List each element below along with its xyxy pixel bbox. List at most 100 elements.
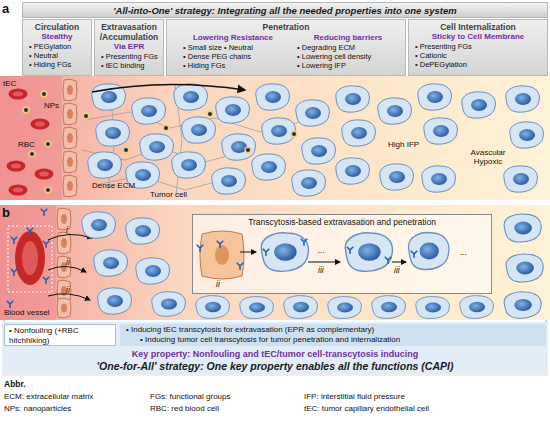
- tumor-cell: [256, 84, 290, 110]
- tumor-cell: [510, 122, 544, 148]
- nanoparticle: [44, 186, 51, 193]
- nanoparticle: [22, 106, 29, 113]
- part-label: Avascular Hypoxic: [468, 148, 508, 166]
- ellipsis-mark: ...: [460, 248, 467, 257]
- nanoparticle: [347, 247, 353, 253]
- tumor-cell: [284, 296, 318, 319]
- tumor-cell: [96, 120, 130, 146]
- nanoparticle: [27, 228, 33, 234]
- node-text: 'One-for-All' strategy: One key property…: [2, 360, 548, 373]
- tumor-cell: [409, 233, 449, 270]
- tumor-cell: [152, 292, 186, 317]
- column-heading: Circulation: [23, 22, 91, 32]
- transcytosis-arrow: [308, 262, 340, 263]
- tumor-cell: [380, 164, 414, 190]
- red-blood-cell-center: [22, 241, 38, 275]
- property-heading: Reducing barriers: [291, 33, 405, 43]
- route-arrow: [48, 234, 92, 240]
- bullet-item: • DePEGylation: [409, 60, 547, 69]
- tumor-cell: [328, 297, 362, 319]
- nanoparticle: [44, 140, 51, 147]
- bullet-item: • Dense PEG chains: [177, 52, 289, 61]
- tumor-cell: [424, 118, 458, 144]
- transcytosis-arrow: [392, 262, 406, 263]
- tumor-cell: [216, 97, 250, 123]
- nanoparticle: [290, 130, 297, 137]
- endothelial-cell: [200, 231, 244, 279]
- property-column: CirculationStealthy• PEGylation• Neutral…: [22, 19, 92, 76]
- route-number: ii: [66, 258, 70, 267]
- nanoparticle: [217, 241, 223, 247]
- bullet-item: • Presenting FGs: [95, 52, 163, 61]
- bullet-item: • Small size • Neutral: [177, 43, 289, 52]
- tumor-cell: [504, 292, 541, 318]
- tumor-cell: [196, 296, 230, 319]
- part-label: RBC: [18, 140, 35, 149]
- node-text: 'All-into-One' strategy: Integrating all…: [23, 3, 547, 18]
- nanoparticle: [385, 257, 391, 263]
- tumor-cell: [172, 152, 206, 178]
- nanoparticle: [411, 251, 417, 257]
- node-text: Transcytosis-based extravasation and pen…: [193, 215, 491, 228]
- route-arrow: [48, 266, 86, 272]
- nanoparticle: [82, 112, 89, 119]
- tumor-cell: [240, 297, 274, 319]
- bullet-item: • Degrading ECM: [291, 43, 405, 52]
- property-heading: Stealthy: [23, 32, 91, 42]
- tumor-cell: [182, 117, 216, 143]
- tumor-cell: [336, 86, 370, 112]
- endothelial-cell: [63, 127, 77, 149]
- endothelial-cell: [57, 208, 71, 230]
- tumor-cell: [174, 84, 208, 110]
- abbreviation-heading: Abbr.: [4, 379, 26, 389]
- bullet-item: • Hiding FGs: [177, 61, 289, 70]
- tumor-cell: [98, 288, 132, 314]
- part-label: Blood vessel: [4, 308, 49, 317]
- route-number: i: [66, 226, 68, 235]
- endothelial-cell: [63, 103, 77, 125]
- tumor-cell: [126, 218, 160, 244]
- bullet-item: • Lowering cell density: [291, 52, 405, 61]
- bullet-item: • Neutral: [23, 51, 91, 60]
- ellipsis-mark: ...: [318, 246, 325, 255]
- nanoparticle: [43, 241, 49, 247]
- red-blood-cell: [9, 185, 28, 196]
- nanoparticle: [41, 209, 47, 215]
- blood-vessel: [0, 205, 56, 320]
- property-box: • Inducing tEC transcytosis for extravas…: [120, 324, 546, 346]
- zoom-frame: [8, 226, 52, 292]
- strategy-banner: 'All-into-One' strategy: Integrating all…: [22, 2, 548, 18]
- nanoparticle: [162, 124, 169, 131]
- nanoparticle: [122, 146, 129, 153]
- column-heading: Extravasation /Accumulation: [95, 22, 163, 42]
- tumor-cell: [88, 152, 122, 178]
- abbreviation: IFP: interstitial fluid pressure: [304, 392, 405, 402]
- node-text: • Inducing tumor cell transcytosis for t…: [126, 335, 542, 345]
- nanoparticle: [43, 277, 49, 283]
- abbreviation: RBC: red blood cell: [150, 404, 219, 414]
- tumor-cell: [418, 84, 452, 110]
- red-blood-cell: [35, 169, 54, 180]
- transcytosis-arrow: [240, 252, 256, 253]
- nanoparticle: [237, 263, 243, 269]
- node-text: Key property: Nonfouling and tEC/tumor c…: [2, 348, 548, 360]
- endothelial-cell: [63, 175, 77, 197]
- red-blood-cell: [31, 119, 50, 130]
- endothelial-cell: [63, 151, 77, 173]
- part-label: tEC: [3, 79, 16, 88]
- nanoparticle: [11, 237, 17, 243]
- nanoparticle: [244, 146, 251, 153]
- tumor-cell: [212, 168, 246, 194]
- part-label: High IFP: [388, 140, 419, 149]
- abbreviation: ECM: extracellular matrix: [4, 392, 93, 402]
- bullet-item: • tEC binding: [95, 61, 163, 70]
- tumor-cell: [506, 86, 540, 112]
- route-number: ii: [216, 280, 220, 289]
- nanoparticle: [197, 245, 203, 251]
- property-column: Extravasation /AccumulationVia EPR• Pres…: [94, 19, 164, 76]
- abbreviation: NPs: nanoparticles: [4, 404, 71, 414]
- property-heading: Lowering Resistance: [177, 33, 289, 43]
- tumor-cell: [262, 118, 296, 144]
